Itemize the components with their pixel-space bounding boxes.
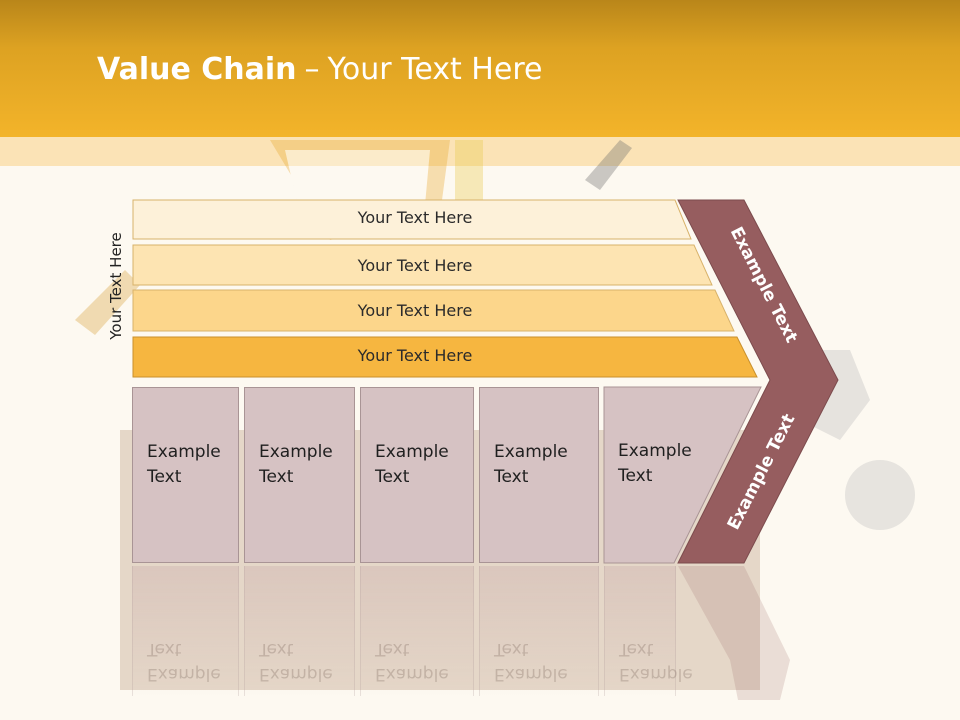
page-title: Value Chain–Your Text Here [97, 52, 542, 87]
row-shape-3 [132, 289, 735, 332]
box-4-line2: Text [494, 467, 529, 487]
row-shape-4 [132, 336, 758, 378]
box-2-line2: Text [259, 467, 294, 487]
refl-text-2: Example Text [259, 636, 333, 686]
box-reflection-5: Example Text [604, 566, 693, 696]
title-rest: Your Text Here [327, 52, 543, 87]
refl-4-line1: Example [494, 664, 568, 684]
header-band [0, 137, 960, 166]
header-bar [0, 0, 960, 137]
title-bold: Value Chain [97, 52, 297, 87]
box-reflection-3: Example Text [360, 566, 474, 696]
box-4-line1: Example [494, 442, 568, 462]
refl-text-4: Example Text [494, 636, 568, 686]
box-reflection-4: Example Text [479, 566, 599, 696]
row-label-4: Your Text Here [357, 346, 473, 365]
row-label-3: Your Text Here [357, 301, 473, 320]
refl-1-line2: Text [147, 639, 182, 659]
box-3-line2: Text [375, 467, 410, 487]
box-reflection-1: Example Text [132, 566, 239, 696]
row-shape-1 [132, 199, 692, 240]
refl-3-line1: Example [375, 664, 449, 684]
refl-2-line2: Text [259, 639, 294, 659]
title-separator: – [304, 52, 320, 87]
refl-1-line1: Example [147, 664, 221, 684]
box-1-line1: Example [147, 442, 221, 462]
row-shape-2 [132, 244, 713, 286]
box-3-line1: Example [375, 442, 449, 462]
box-5-line2: Text [618, 466, 653, 486]
refl-5-line1: Example [619, 664, 693, 684]
box-5-shape [603, 386, 762, 564]
refl-text-3: Example Text [375, 636, 449, 686]
refl-2-line1: Example [259, 664, 333, 684]
box-1-line2: Text [147, 467, 182, 487]
chevron-arrow [677, 199, 839, 564]
box-2-line1: Example [259, 442, 333, 462]
row-label-2: Your Text Here [357, 256, 473, 275]
refl-text-1: Example Text [147, 636, 221, 686]
box-5-line1: Example [618, 441, 692, 461]
refl-3-line2: Text [375, 639, 410, 659]
refl-text-5: Example Text [619, 636, 693, 686]
chevron-reflection [678, 566, 790, 700]
box-reflection-2: Example Text [244, 566, 355, 696]
refl-5-line2: Text [619, 639, 654, 659]
row-label-1: Your Text Here [357, 208, 473, 227]
refl-4-line2: Text [494, 639, 529, 659]
